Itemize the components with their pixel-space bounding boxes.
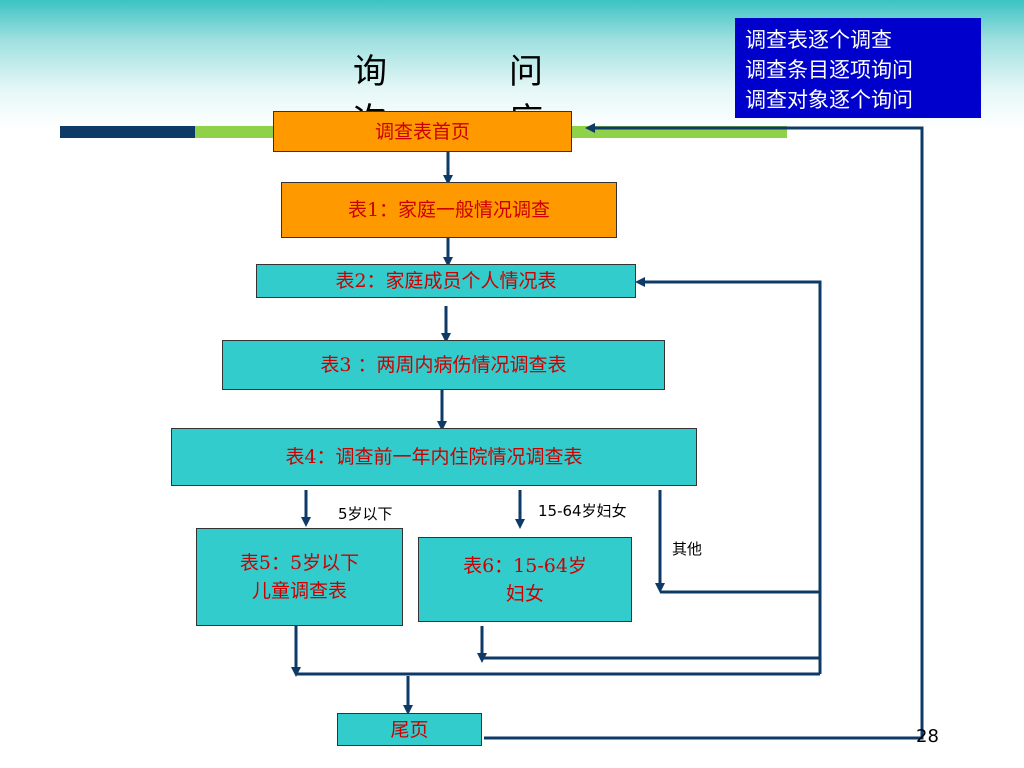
label-other: 其他 [672, 540, 703, 558]
loop-back-t2 [635, 277, 822, 674]
box-end: 尾页 [337, 713, 482, 746]
note-box: 调查表逐个调查 调查条目逐项询问 调查对象逐个询问 [735, 18, 981, 118]
box-table4: 表4：调查前一年内住院情况调查表 [171, 428, 697, 486]
note-line-3: 调查对象逐个询问 [745, 88, 913, 112]
box-table5: 表5：5岁以下 儿童调查表 [196, 528, 403, 626]
box-table6-line2: 妇女 [505, 582, 544, 605]
box-cover: 调查表首页 [273, 111, 572, 152]
box-table6-line1: 表6：15-64岁 [463, 554, 587, 577]
box-table5-line1: 表5：5岁以下 [239, 552, 360, 574]
note-line-2: 调查条目逐项询问 [745, 58, 913, 82]
decor-bar-dark [60, 126, 195, 138]
label-women: 15-64岁妇女 [538, 502, 627, 520]
box-table6: 表6：15-64岁 妇女 [418, 537, 632, 622]
decor-bar-green-left [195, 126, 275, 138]
box-table1: 表1：家庭一般情况调查 [281, 182, 617, 238]
page-number: 28 [916, 726, 939, 747]
box-table2: 表2：家庭成员个人情况表 [256, 264, 636, 298]
label-under5: 5岁以下 [338, 505, 393, 523]
box-table3: 表3 ：两周内病伤情况调查表 [222, 340, 665, 390]
box-table5-line2: 儿童调查表 [251, 580, 347, 602]
note-line-1: 调查表逐个调查 [745, 28, 892, 52]
loop-back-cover [484, 123, 924, 740]
